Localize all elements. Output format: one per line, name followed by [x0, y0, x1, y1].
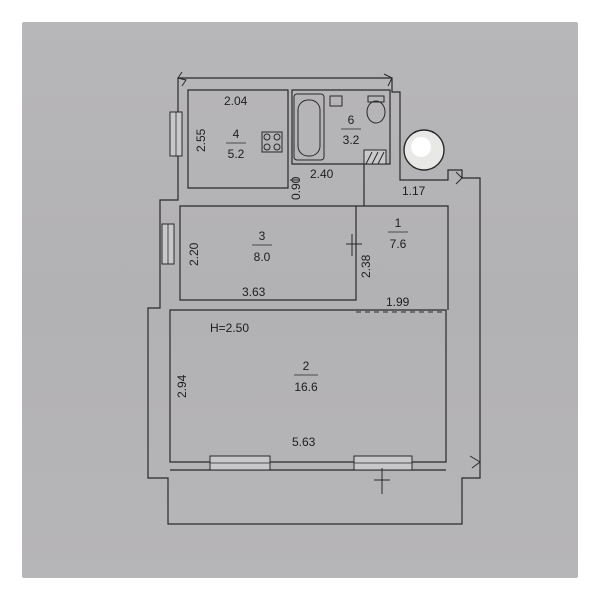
dim-hall-gap: 0.90	[289, 176, 303, 200]
sink-icon	[329, 95, 343, 107]
outer-wall	[147, 77, 481, 525]
dim-kitchen-height: 2.55	[194, 128, 208, 152]
dim-room3-height: 2.20	[187, 242, 201, 266]
dim-room2-height: 2.94	[175, 374, 189, 398]
bathtub-icon	[293, 93, 325, 161]
dim-bath-width: 2.40	[310, 167, 334, 181]
dim-room3-right: 2.38	[359, 254, 373, 278]
vent-shaft	[363, 149, 387, 165]
room-2-number: 2	[303, 359, 310, 373]
hall-wall	[356, 205, 449, 310]
room3-wall	[179, 205, 357, 301]
dim-shaft-width: 1.17	[402, 184, 426, 198]
dim-kitchen-width: 2.04	[224, 94, 248, 108]
room2-wall	[169, 309, 447, 463]
room-3-number: 3	[259, 229, 266, 243]
dim-hall-width: 1.99	[386, 295, 410, 309]
dim-room2-width: 5.63	[292, 435, 316, 449]
room-3-area: 8.0	[254, 250, 271, 264]
ceiling-height: H=2.50	[210, 321, 249, 335]
stove-icon	[261, 131, 283, 153]
round-column	[403, 129, 445, 171]
room-1-area: 7.6	[390, 237, 407, 251]
kitchen-wall	[187, 89, 289, 189]
room-6-area: 3.2	[343, 133, 360, 147]
room-4-area: 5.2	[228, 147, 245, 161]
room-6-number: 6	[348, 113, 355, 127]
room-1-number: 1	[395, 216, 402, 230]
room-2-area: 16.6	[294, 380, 318, 394]
bathroom-wall	[291, 89, 391, 165]
dim-room3-width: 3.63	[242, 285, 266, 299]
toilet-icon	[366, 100, 386, 124]
room-4-number: 4	[233, 127, 240, 141]
